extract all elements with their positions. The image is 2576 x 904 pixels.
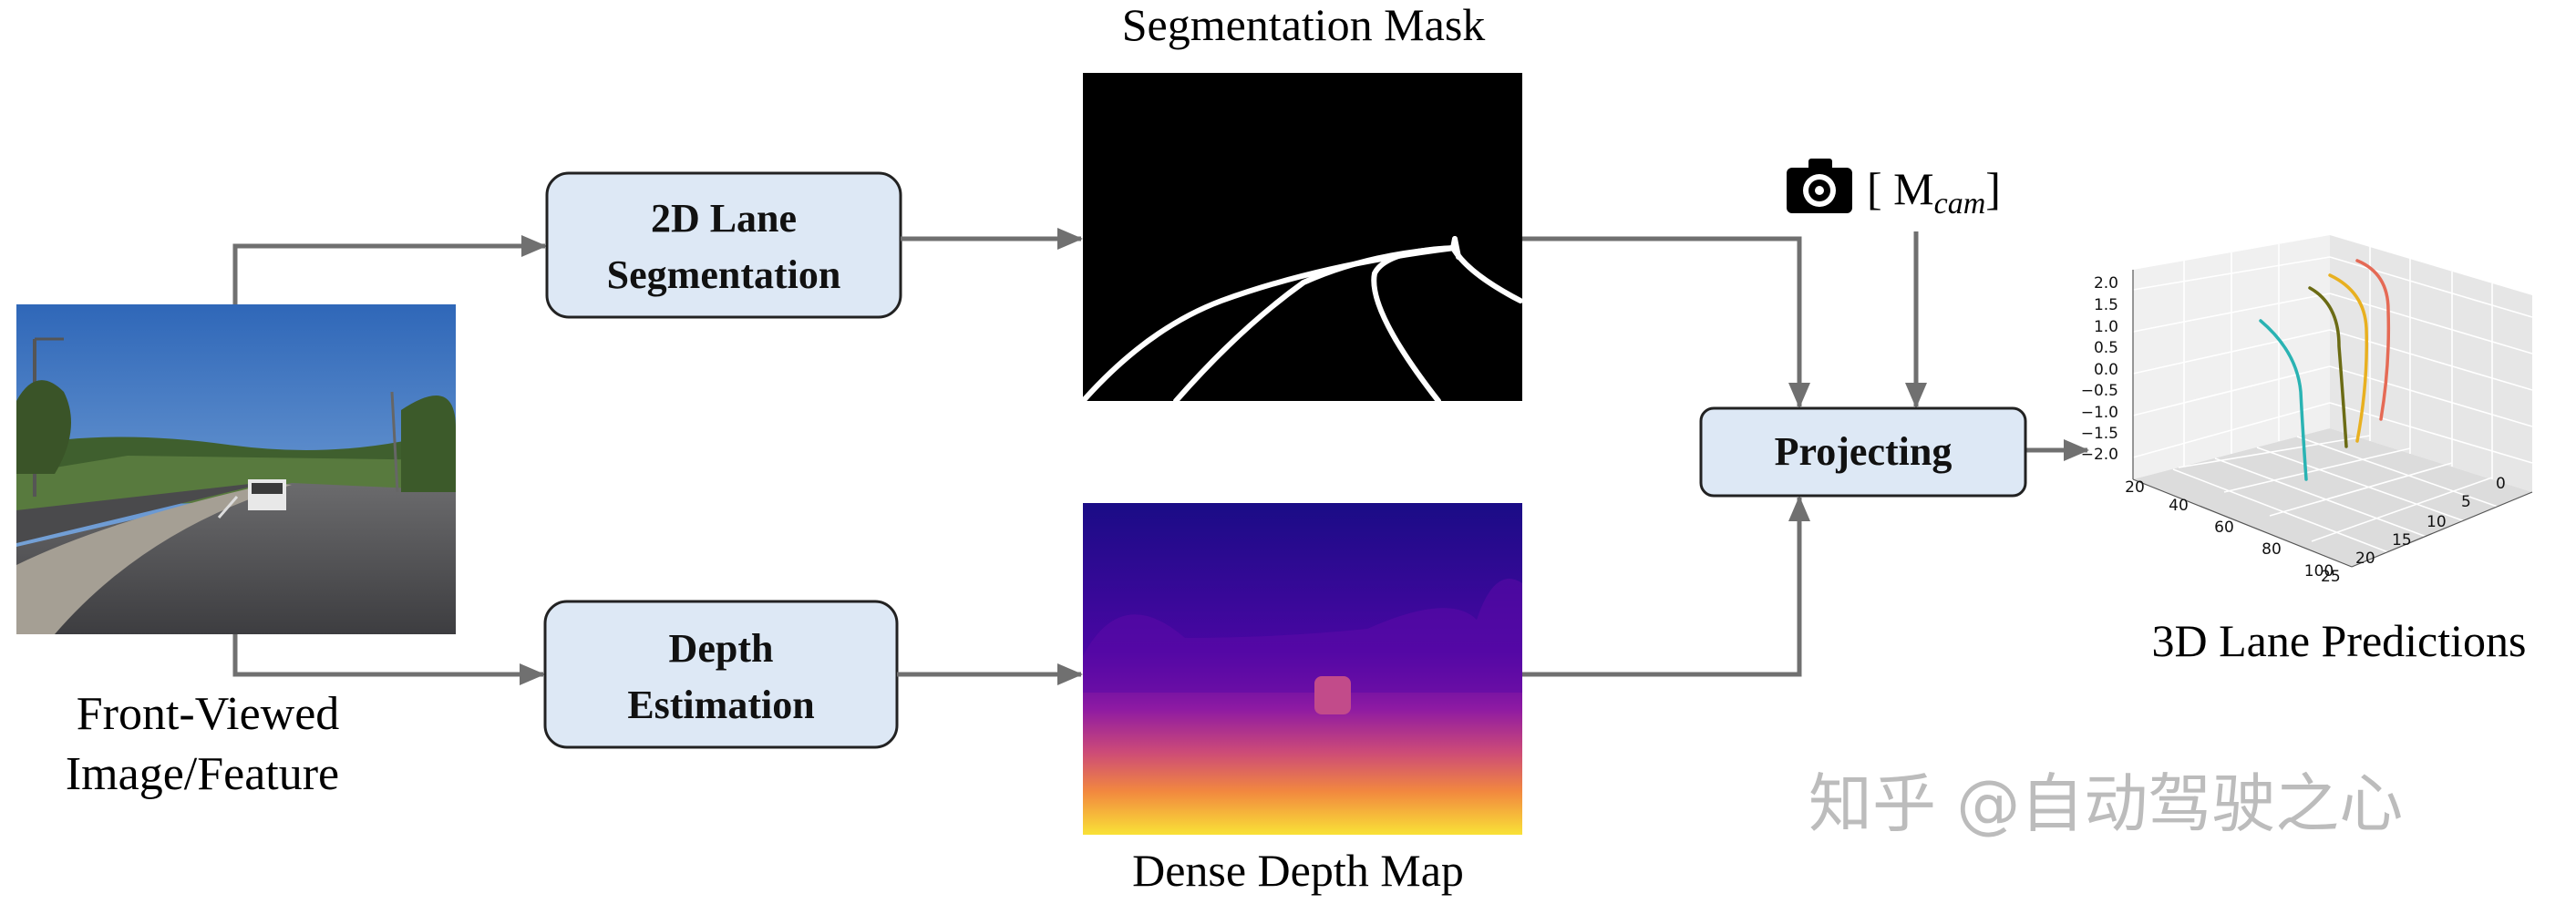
svg-text:25: 25 bbox=[2321, 568, 2341, 586]
svg-text:0: 0 bbox=[2496, 475, 2506, 493]
svg-text:2.0: 2.0 bbox=[2094, 274, 2118, 293]
svg-text:1.5: 1.5 bbox=[2094, 296, 2118, 314]
projecting-label: Projecting bbox=[1775, 429, 1953, 474]
camera-param-label: [ Mcam] bbox=[1867, 163, 2001, 221]
svg-text:100: 100 bbox=[2304, 562, 2334, 580]
svg-text:10: 10 bbox=[2427, 513, 2447, 531]
svg-text:−0.5: −0.5 bbox=[2081, 382, 2118, 400]
lane-3d-plot: 2.0 1.5 1.0 0.5 0.0 −0.5 −1.0 −1.5 −2.0 … bbox=[2081, 235, 2533, 586]
projecting-input-arrows bbox=[1522, 231, 2089, 677]
depth-map-title: Dense Depth Map bbox=[1132, 845, 1464, 896]
depth-estimation-box: Depth Estimation bbox=[543, 600, 899, 749]
svg-text:20: 20 bbox=[2355, 550, 2375, 568]
y-axis-ticks: 0 5 10 15 20 25 bbox=[2321, 475, 2506, 586]
depth-map-image bbox=[1083, 503, 1522, 835]
x-axis-ticks: 20 40 60 80 100 bbox=[2125, 478, 2334, 580]
front-view-image bbox=[16, 304, 456, 634]
svg-text:1.0: 1.0 bbox=[2094, 318, 2118, 336]
projecting-box: Projecting bbox=[1699, 406, 2027, 498]
z-axis-ticks: 2.0 1.5 1.0 0.5 0.0 −0.5 −1.0 −1.5 −2.0 bbox=[2081, 274, 2118, 464]
input-arrows bbox=[232, 235, 547, 685]
seg-mask-title: Segmentation Mask bbox=[1122, 0, 1486, 50]
svg-text:20: 20 bbox=[2125, 478, 2145, 497]
svg-text:0.0: 0.0 bbox=[2094, 361, 2118, 379]
depth-box-line1: Depth bbox=[669, 626, 774, 671]
svg-text:−1.5: −1.5 bbox=[2081, 425, 2118, 443]
camera-icon bbox=[1787, 159, 1852, 213]
watermark: 知乎 @自动驾驶之心 bbox=[1808, 766, 2403, 841]
svg-text:40: 40 bbox=[2169, 497, 2189, 515]
svg-text:15: 15 bbox=[2392, 531, 2412, 550]
input-label-line2: Image/Feature bbox=[66, 748, 339, 800]
svg-text:60: 60 bbox=[2214, 519, 2234, 537]
svg-text:−2.0: −2.0 bbox=[2081, 446, 2118, 464]
svg-text:−1.0: −1.0 bbox=[2081, 404, 2118, 422]
depth-box-line2: Estimation bbox=[627, 683, 814, 727]
input-label-line1: Front-Viewed bbox=[77, 688, 340, 740]
segmentation-mask-image bbox=[1082, 73, 1523, 404]
output-title: 3D Lane Predictions bbox=[2151, 615, 2526, 666]
box-output-arrows bbox=[897, 228, 1083, 685]
svg-text:80: 80 bbox=[2262, 540, 2282, 559]
seg-box-line2: Segmentation bbox=[607, 252, 841, 297]
lane-segmentation-box: 2D Lane Segmentation bbox=[545, 171, 902, 319]
svg-text:0.5: 0.5 bbox=[2094, 339, 2118, 357]
svg-text:5: 5 bbox=[2461, 493, 2471, 511]
seg-box-line1: 2D Lane bbox=[651, 196, 797, 241]
